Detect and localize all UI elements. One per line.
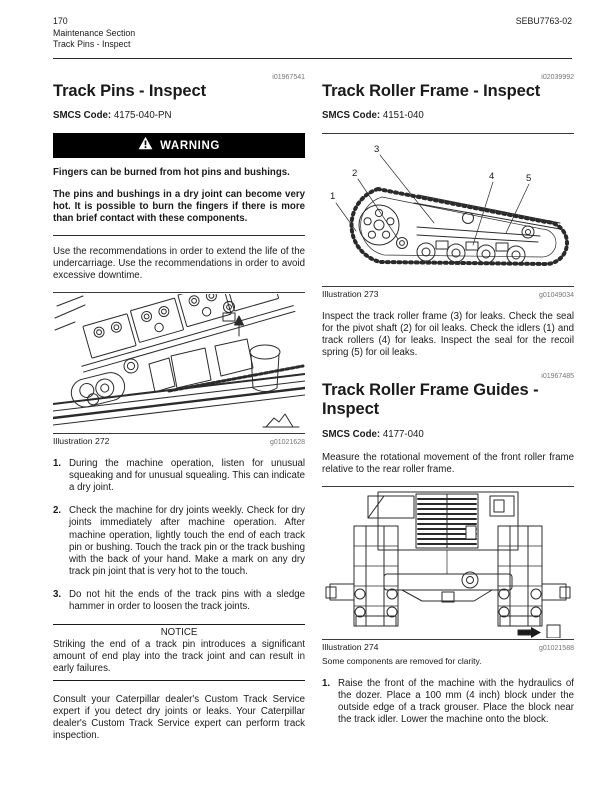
step-1: 1. Raise the front of the machine with t…	[322, 678, 574, 726]
warning-triangle-icon	[138, 136, 153, 155]
warning-banner: WARNING	[53, 133, 305, 159]
illustration-273: 1 2 3 4 5 Illustration 273 g01049034	[322, 133, 574, 299]
illustration-caption: Illustration 273 g01049034	[322, 289, 574, 299]
page-number: 170	[53, 16, 68, 26]
smcs-label: SMCS Code:	[322, 110, 381, 122]
callout-4: 4	[489, 171, 494, 182]
left-column: i01967541 Track Pins - Inspect SMCS Code…	[53, 72, 305, 752]
step-number: 3.	[53, 588, 62, 600]
notice-label: NOTICE	[160, 626, 198, 638]
doc-code: SEBU7763-02	[515, 16, 572, 26]
two-column-body: i01967541 Track Pins - Inspect SMCS Code…	[0, 72, 612, 752]
warning-paragraph-2: The pins and bushings in a dry joint can…	[53, 189, 305, 225]
roller-frame-body: Inspect the track roller frame (3) for l…	[322, 311, 574, 359]
step-1: 1. During the machine operation, listen …	[53, 458, 305, 494]
track-pins-drawing	[53, 294, 305, 428]
illustration-272: Illustration 272 g01021628	[53, 292, 305, 446]
illustration-caption: Illustration 274 g01021588	[322, 642, 574, 652]
track-roller-frame-drawing: 1 2 3 4 5	[330, 144, 569, 267]
illustration-274: Illustration 274 g01021588 Some componen…	[322, 485, 574, 666]
illustration-label: Illustration 273	[322, 289, 379, 300]
guides-steps: 1. Raise the front of the machine with t…	[322, 678, 574, 726]
header-section: Maintenance Section	[53, 27, 136, 38]
smcs-code-line: SMCS Code: 4175-040-PN	[53, 110, 305, 121]
step-2: 2. Check the machine for dry joints week…	[53, 505, 305, 577]
illustration-top-rule	[322, 485, 574, 487]
illustration-label: Illustration 272	[53, 436, 110, 447]
callout-3: 3	[374, 144, 379, 155]
step-text: Raise the front of the machine with the …	[338, 677, 574, 725]
step-text: Do not hit the ends of the track pins wi…	[69, 588, 305, 612]
warning-label: WARNING	[160, 139, 220, 152]
rear-view-drawing	[325, 491, 571, 638]
smcs-label: SMCS Code:	[322, 428, 381, 440]
article-id: i01967485	[541, 373, 574, 381]
right-column: i02039992 Track Roller Frame - Inspect S…	[322, 72, 574, 752]
step-text: Check the machine for dry joints weekly.…	[69, 505, 305, 577]
smcs-value: 4177-040	[382, 428, 424, 440]
smcs-value: 4151-040	[382, 110, 424, 122]
track-pins-steps: 1. During the machine operation, listen …	[53, 458, 305, 612]
smcs-label: SMCS Code:	[53, 110, 112, 122]
step-number: 1.	[322, 677, 331, 689]
article-title-frame-guides: Track Roller Frame Guides - Inspect	[322, 381, 539, 418]
illustration-top-rule	[53, 292, 305, 294]
notice-box: NOTICE Striking the end of a track pin i…	[53, 623, 305, 681]
article-title-track-pins: Track Pins - Inspect	[53, 81, 206, 100]
header-subsection: Track Pins - Inspect	[53, 39, 131, 49]
page-header: 170 Maintenance Section Track Pins - Ins…	[0, 0, 612, 51]
callout-2: 2	[352, 168, 357, 179]
illustration-label: Illustration 274	[322, 641, 379, 652]
header-rule	[53, 57, 572, 59]
smcs-code-line: SMCS Code: 4177-040	[322, 429, 574, 440]
illustration-bottom-rule	[53, 433, 305, 435]
illustration-caption: Illustration 272 g01021628	[53, 436, 305, 446]
intro-paragraph: Use the recommendations in order to exte…	[53, 246, 305, 282]
header-left: 170 Maintenance Section Track Pins - Ins…	[53, 16, 135, 51]
article-id: i01967541	[272, 73, 305, 81]
closing-paragraph: Consult your Caterpillar dealer's Custom…	[53, 693, 305, 741]
warning-paragraph-1: Fingers can be burned from hot pins and …	[53, 167, 290, 179]
step-number: 1.	[53, 458, 62, 470]
step-text: During the machine operation, listen for…	[69, 458, 305, 494]
illustration-gcode: g01021628	[269, 439, 305, 447]
smcs-code-line: SMCS Code: 4151-040	[322, 110, 574, 121]
illustration-top-rule	[322, 133, 574, 135]
illustration-bottom-rule	[322, 638, 574, 640]
article-id: i02039992	[541, 73, 574, 81]
step-3: 3. Do not hit the ends of the track pins…	[53, 589, 305, 613]
illustration-bottom-rule	[322, 286, 574, 288]
guides-intro: Measure the rotational movement of the f…	[322, 451, 574, 475]
article-title-roller-frame: Track Roller Frame - Inspect	[322, 81, 541, 100]
notice-text: Striking the end of a track pin introduc…	[53, 638, 305, 674]
illustration-gcode: g01049034	[538, 292, 574, 300]
step-number: 2.	[53, 505, 62, 517]
smcs-value: 4175-040-PN	[113, 110, 172, 122]
callout-5: 5	[526, 173, 531, 184]
illustration-note: Some components are removed for clarity.	[322, 655, 482, 666]
illustration-gcode: g01021588	[538, 644, 574, 652]
warning-end-rule	[53, 235, 305, 237]
callout-1: 1	[330, 191, 335, 202]
